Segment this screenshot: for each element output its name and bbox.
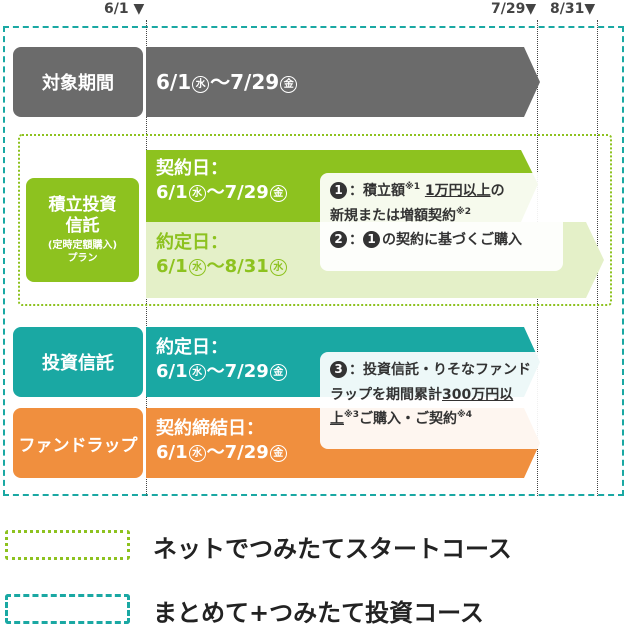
legend-teal-swatch bbox=[5, 594, 130, 624]
legend-teal-label: まとめて+つみたて投資コース bbox=[153, 599, 484, 627]
timeline-end-label: 8/31▼ bbox=[550, 1, 596, 17]
teal-course-frame bbox=[3, 26, 624, 496]
category-fundwrap: ファンドラップ bbox=[13, 408, 143, 478]
timeline-mid-label: 7/29▼ bbox=[491, 1, 537, 17]
callout-condition-1: 1：積立額※1 1万円以上の bbox=[330, 179, 553, 204]
category-toushin: 投資信託 bbox=[13, 327, 143, 397]
timeline-start-label: 6/1 ▼ bbox=[104, 1, 145, 17]
category-tsumitate-sub: (定時定額購入) bbox=[47, 240, 118, 252]
category-target-period: 対象期間 bbox=[13, 47, 143, 117]
legend-green-label: ネットでつみたてスタートコース bbox=[153, 535, 512, 563]
green-course-frame bbox=[18, 134, 612, 306]
callout-condition-3: 3：投資信託・りそなファンド ラップを期間累計300万円以 上※3ご購入・ご契約… bbox=[320, 352, 553, 449]
category-tsumitate: 積立投資 信託 (定時定額購入) プラン bbox=[26, 178, 139, 282]
legend-green-swatch bbox=[5, 530, 130, 560]
target-period-arrow bbox=[146, 47, 540, 117]
